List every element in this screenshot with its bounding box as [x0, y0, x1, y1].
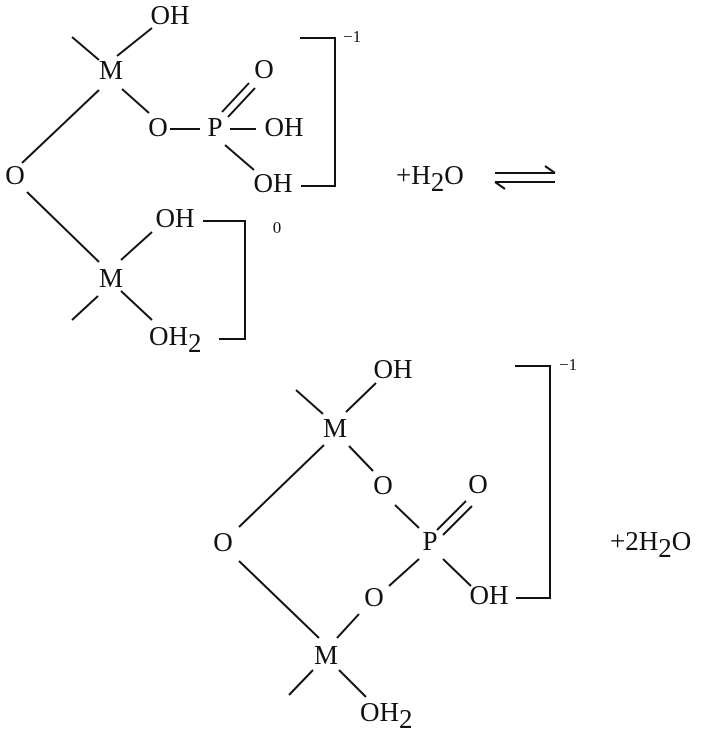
- top-charge-upper: −1: [343, 27, 361, 46]
- bond-m2-oh: [120, 231, 153, 261]
- top-oh-upper: OH: [151, 0, 190, 30]
- bottom-bracket: [515, 365, 551, 599]
- bracket-lower: [203, 220, 246, 340]
- bracket-upper: [300, 37, 336, 187]
- top-p-atom: P: [207, 112, 222, 142]
- b-bond-o-lower-m: [336, 613, 360, 639]
- b-bond-m-o-ester: [348, 445, 374, 472]
- top-oh-lower-m: OH: [156, 203, 195, 233]
- bond-m-stub: [71, 36, 100, 61]
- b-bond-m2-stub: [288, 669, 314, 696]
- top-structure: M OH O P O OH OH O M OH OH2 −1 0: [5, 0, 361, 358]
- b-bond-p-double-o-a: [436, 500, 467, 531]
- top-m-upper: M: [99, 55, 123, 85]
- top-oh2: OH2: [149, 321, 202, 358]
- bond-p-double-o-a: [221, 82, 250, 113]
- bond-m2-stub: [71, 295, 99, 321]
- bottom-ester-o-lower: O: [364, 582, 384, 612]
- b-bond-p-oh: [442, 558, 472, 587]
- bottom-p-atom: P: [422, 526, 437, 556]
- arrow-reverse-head: [494, 181, 506, 190]
- bottom-bridge-o: O: [213, 527, 233, 557]
- top-charge-lower: 0: [273, 218, 282, 237]
- top-p-double-o: O: [254, 54, 274, 84]
- bottom-p-oh: OH: [470, 580, 509, 610]
- bond-m-o-ester: [121, 88, 150, 114]
- bottom-m-lower: M: [314, 640, 338, 670]
- top-bridge-o: O: [5, 160, 25, 190]
- reactant-water-formula: +H2O: [396, 160, 464, 197]
- product-water: +2H2O: [610, 526, 691, 563]
- top-m-lower: M: [99, 263, 123, 293]
- bond-p-oh-lower: [224, 144, 255, 171]
- bottom-ester-o-upper: O: [373, 470, 393, 500]
- top-p-oh-lower: OH: [254, 168, 293, 198]
- top-ester-o: O: [148, 112, 168, 142]
- reactant-water: +H2O: [396, 160, 464, 197]
- b-bond-m-stub: [295, 389, 324, 415]
- bottom-structure: M OH O P O OH O O M OH2 −1: [213, 354, 577, 731]
- bottom-oh-upper: OH: [374, 354, 413, 384]
- b-bond-m-o-bridge: [238, 444, 325, 528]
- b-bond-p-o-lower: [388, 558, 420, 587]
- bond-p-double-o-b: [227, 87, 256, 118]
- b-bond-m2-oh2: [338, 669, 367, 698]
- bottom-oh2: OH2: [360, 697, 413, 731]
- bottom-p-double-o: O: [468, 469, 488, 499]
- product-water-formula: +2H2O: [610, 526, 691, 563]
- bottom-charge: −1: [559, 355, 577, 374]
- bond-m2-oh2: [120, 290, 153, 321]
- bottom-m-upper: M: [323, 413, 347, 443]
- bond-m-oh: [116, 27, 153, 57]
- bond-m-o-bridge: [21, 89, 100, 164]
- arrow-forward-head: [544, 165, 556, 174]
- b-bond-p-double-o-b: [442, 505, 473, 536]
- bond-o-bridge-m: [26, 191, 100, 263]
- b-bond-o-p: [394, 504, 420, 529]
- top-p-oh-right: OH: [265, 112, 304, 142]
- b-bond-m-oh: [345, 382, 377, 413]
- b-bond-o-bridge-m: [238, 560, 320, 639]
- equilibrium-arrow: [494, 165, 556, 190]
